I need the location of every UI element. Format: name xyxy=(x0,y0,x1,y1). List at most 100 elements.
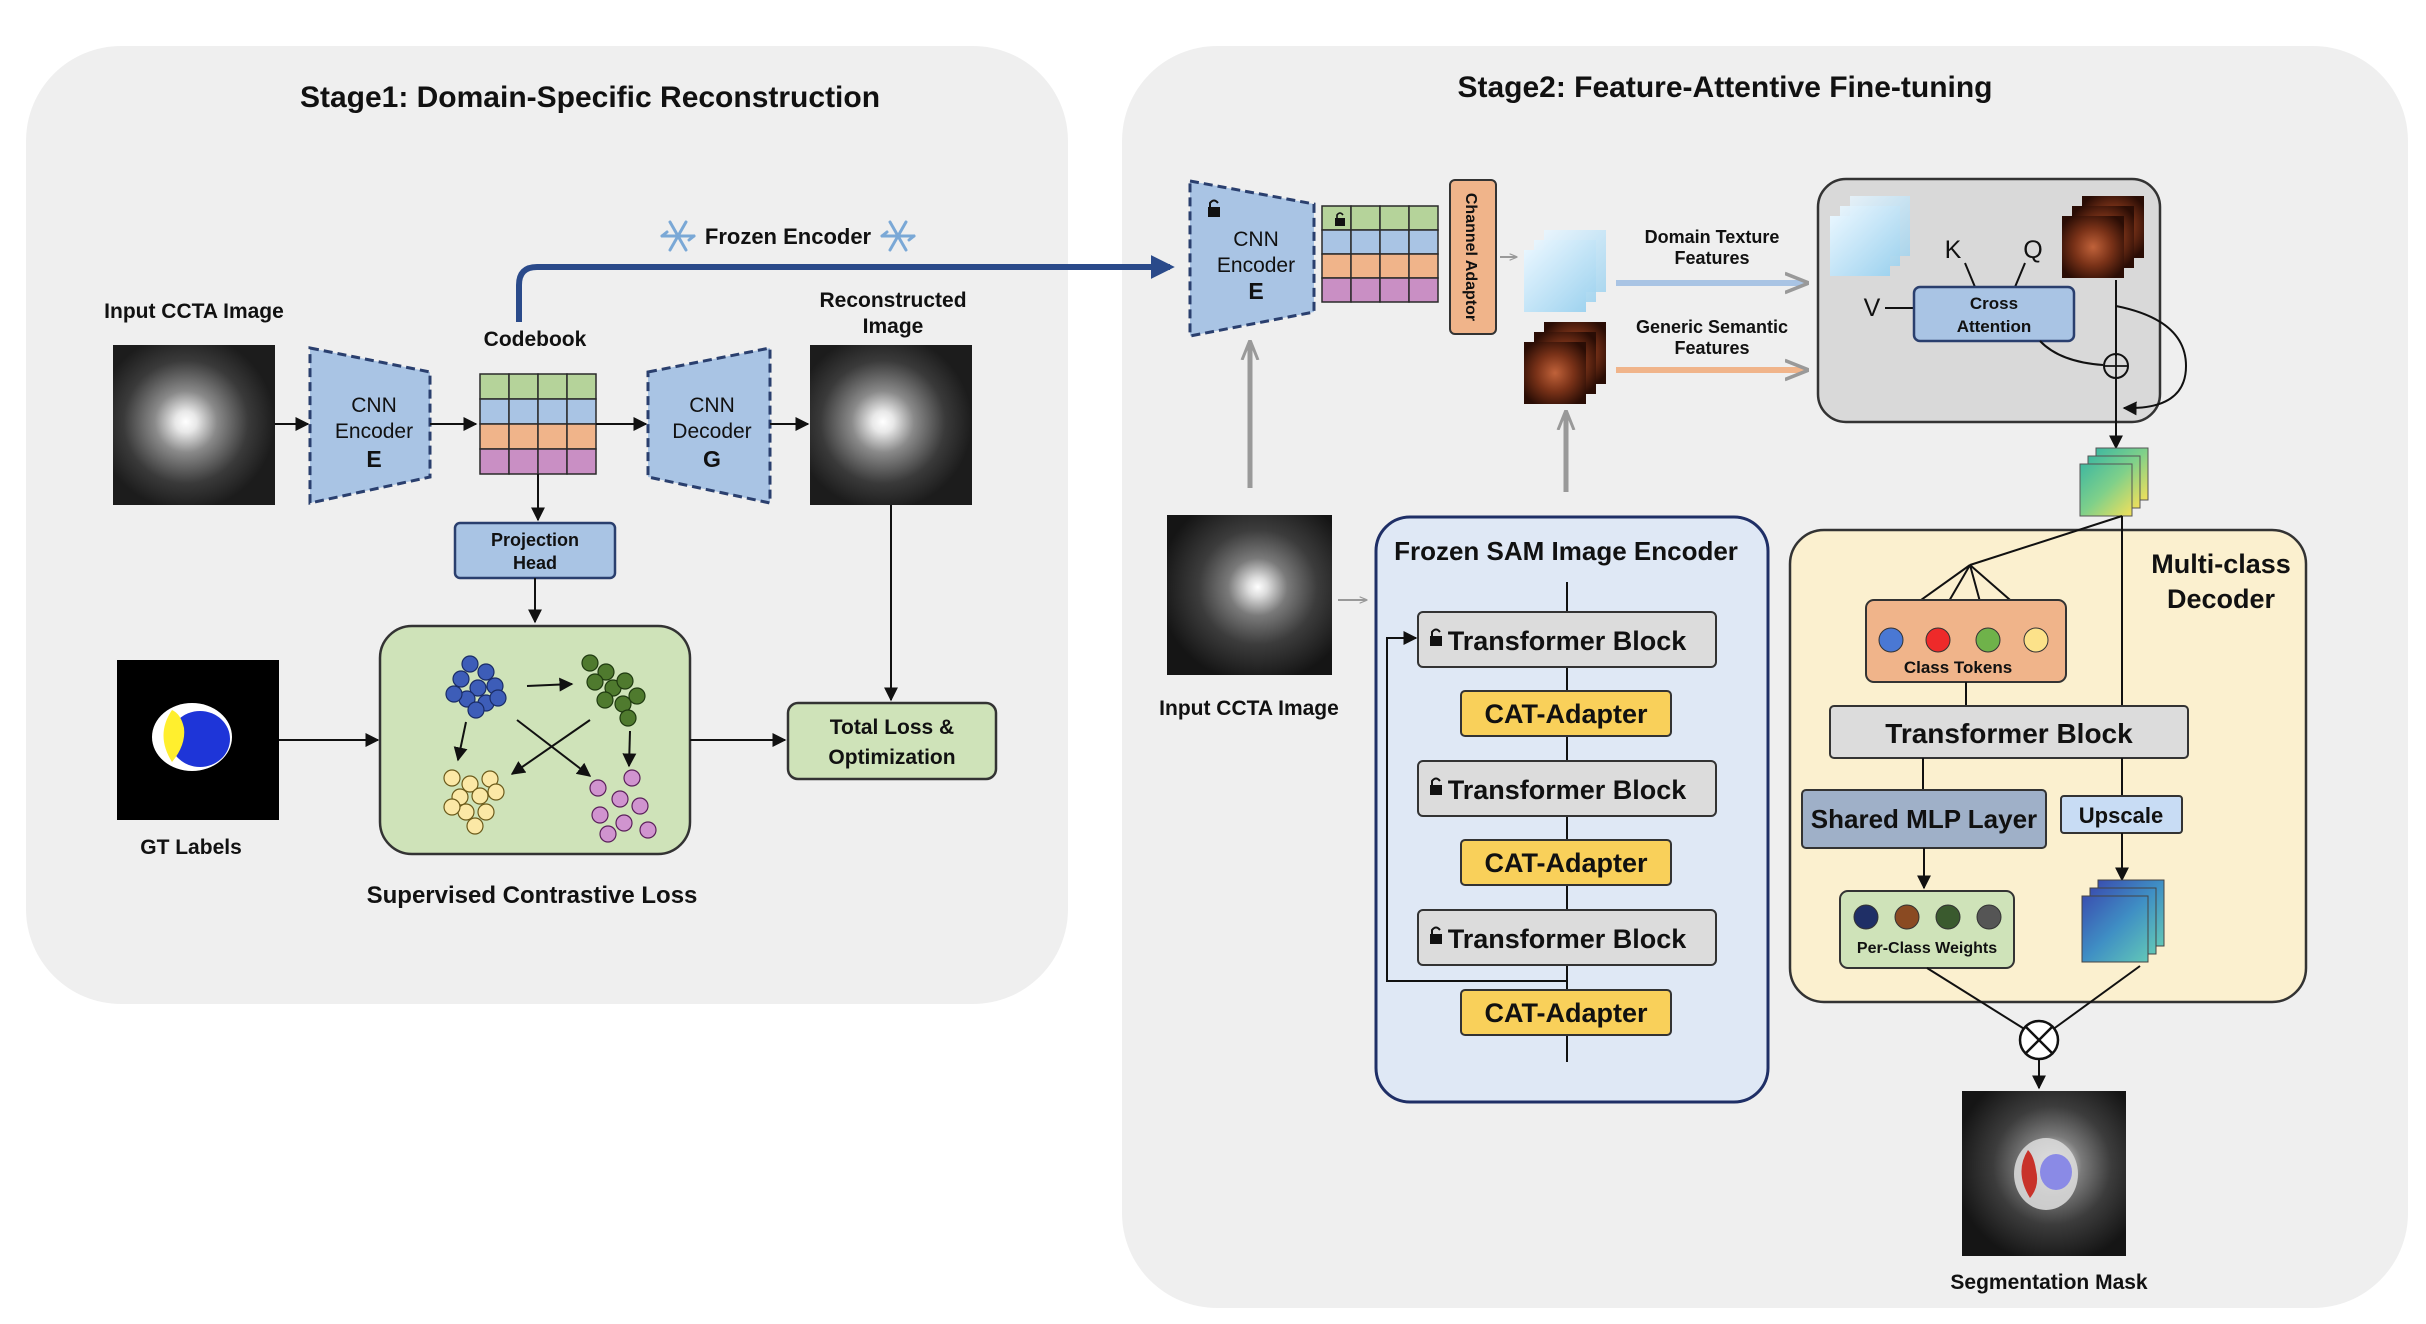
sam-encoder-title: Frozen SAM Image Encoder xyxy=(1394,536,1738,566)
decoder-transformer-block xyxy=(1829,705,2189,759)
frozen-encoder-arrow xyxy=(516,255,1175,322)
lock-icon xyxy=(1335,212,1345,226)
contrastive-arrows xyxy=(453,677,637,777)
cat-adapter-2 xyxy=(1460,839,1672,886)
sam-transformer-block-1-label: Transformer Block xyxy=(1448,626,1688,656)
lock-icon xyxy=(1430,628,1442,646)
total-loss-line1: Total Loss & xyxy=(830,716,954,739)
domain-texture-feature-stack xyxy=(1524,230,1606,312)
class-token-red xyxy=(1925,627,1951,653)
stage1-cnn-encoder xyxy=(308,346,432,505)
codebook-grid xyxy=(479,373,597,475)
frozen-encoder-label: Frozen Encoder xyxy=(705,224,872,249)
attention-domain-stack xyxy=(1830,196,1910,276)
class-token-yellow xyxy=(2023,627,2049,653)
attention-k-label: K xyxy=(1945,236,1962,264)
stage1-encoder-line1: CNN xyxy=(351,394,397,417)
sam-transformer-block-2 xyxy=(1417,760,1717,817)
decoder-title-line1: Multi-class xyxy=(2151,549,2291,579)
contrastive-loss-label: Supervised Contrastive Loss xyxy=(367,882,698,909)
shared-mlp-label: Shared MLP Layer xyxy=(1811,804,2037,834)
channel-adaptor-box xyxy=(1449,179,1497,335)
stage1-decoder-line1: CNN xyxy=(689,394,735,417)
projection-head-line1: Projection xyxy=(491,530,579,550)
reconstructed-image xyxy=(810,345,972,505)
snowflake-icon xyxy=(880,220,916,252)
gt-labels-label: GT Labels xyxy=(140,836,242,859)
stage2-input-label: Input CCTA Image xyxy=(1159,697,1339,720)
segmentation-mask-label: Segmentation Mask xyxy=(1950,1271,2148,1294)
cross-attention-line2: Attention xyxy=(1957,317,2032,336)
stage1-input-label: Input CCTA Image xyxy=(104,300,284,323)
lock-icon xyxy=(1208,199,1220,217)
cluster-purple xyxy=(589,769,657,843)
stage1-decoder-symbol: G xyxy=(703,446,721,472)
residual-arrow xyxy=(2115,305,2188,416)
cross-attention-line1: Cross xyxy=(1970,294,2018,313)
stage1-encoder-symbol: E xyxy=(366,446,381,472)
weight-dark-green xyxy=(1935,904,1961,930)
sam-transformer-block-2-label: Transformer Block xyxy=(1448,775,1688,805)
cluster-green xyxy=(581,654,646,727)
mask-plaque xyxy=(2021,1150,2038,1198)
decoder-transformer-block-label: Transformer Block xyxy=(1885,718,2133,749)
stage2-title: Stage2: Feature-Attentive Fine-tuning xyxy=(1457,71,1992,104)
stage2-encoder-line2: Encoder xyxy=(1217,254,1295,277)
cat-adapter-1-label: CAT-Adapter xyxy=(1484,699,1647,729)
cat-adapter-1 xyxy=(1460,690,1672,737)
weight-brown xyxy=(1894,904,1920,930)
sam-transformer-block-3-label: Transformer Block xyxy=(1448,924,1688,954)
semantic-feature-line2: Features xyxy=(1674,338,1749,358)
domain-feature-line2: Features xyxy=(1674,248,1749,268)
codebook-label: Codebook xyxy=(484,328,587,351)
gt-labels-plaque xyxy=(163,710,185,762)
weights-to-product-line xyxy=(1926,967,2027,1031)
cat-adapter-2-label: CAT-Adapter xyxy=(1484,848,1647,878)
snowflake-icon xyxy=(660,220,696,252)
stage1-cnn-decoder xyxy=(646,346,772,505)
fused-feature-stack xyxy=(2079,447,2149,517)
stage1-decoder-line2: Decoder xyxy=(672,420,751,443)
stage1-encoder-line2: Encoder xyxy=(335,420,413,443)
fused-to-decoder-line xyxy=(1969,515,2123,566)
cat-adapter-3-label: CAT-Adapter xyxy=(1484,998,1647,1028)
stage2-codebook-grid xyxy=(1321,205,1439,303)
contrastive-loss-box xyxy=(378,624,692,856)
sam-transformer-block-1 xyxy=(1417,611,1717,668)
stage2-encoder-line1: CNN xyxy=(1233,228,1279,251)
k-connector xyxy=(1964,262,1976,288)
projection-head-line2: Head xyxy=(513,553,557,573)
total-loss-line2: Optimization xyxy=(828,746,955,769)
stage1-title: Stage1: Domain-Specific Reconstruction xyxy=(300,81,880,114)
attention-semantic-stack xyxy=(2062,196,2144,278)
lock-icon xyxy=(1430,926,1442,944)
cat-adapter-3 xyxy=(1460,989,1672,1036)
upscale-label: Upscale xyxy=(2079,803,2163,828)
sam-transformer-block-3 xyxy=(1417,909,1717,966)
gt-labels-lumen xyxy=(170,711,230,767)
cross-attention-box xyxy=(1912,285,2076,343)
mask-lumen xyxy=(2040,1154,2072,1190)
semantic-feature-line1: Generic Semantic xyxy=(1636,317,1788,337)
reconstructed-label-line1: Reconstructed xyxy=(819,289,966,312)
map-to-product-line xyxy=(2051,965,2141,1031)
stage1-input-image xyxy=(113,345,275,505)
decoder-title-line2: Decoder xyxy=(2167,584,2276,614)
class-tokens-label: Class Tokens xyxy=(1904,658,2012,677)
semantic-feature-stack xyxy=(1524,322,1606,404)
class-token-blue xyxy=(1878,627,1904,653)
upscaled-feature-stack xyxy=(2081,879,2165,963)
weight-dark-blue xyxy=(1853,904,1879,930)
attention-v-label: V xyxy=(1864,294,1881,322)
attention-q-label: Q xyxy=(2023,236,2042,264)
reconstructed-label-line2: Image xyxy=(863,315,924,338)
per-class-weights-label: Per-Class Weights xyxy=(1857,940,1997,957)
q-connector xyxy=(2014,262,2026,288)
stage2-input-image xyxy=(1167,515,1332,675)
stage2-cnn-encoder xyxy=(1188,179,1316,338)
total-loss-box xyxy=(786,701,998,781)
lock-icon xyxy=(1430,777,1442,795)
channel-adaptor-label: Channel Adaptor xyxy=(1462,193,1479,321)
class-token-green xyxy=(1975,627,2001,653)
